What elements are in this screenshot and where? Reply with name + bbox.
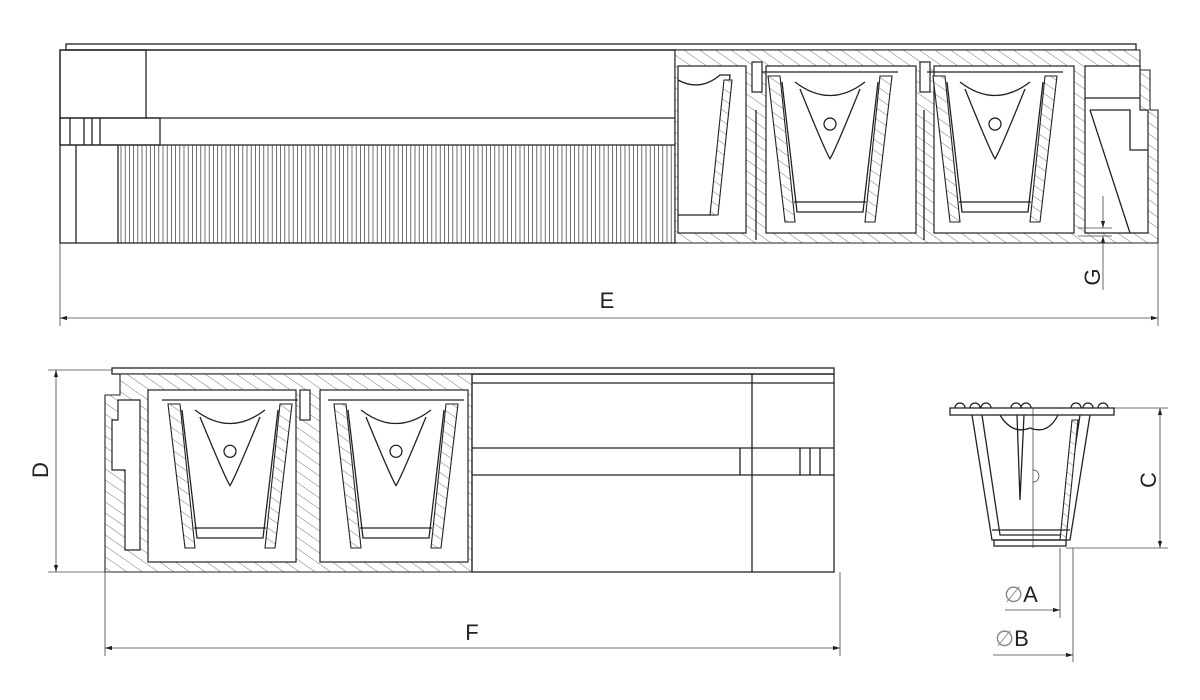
flange-bump <box>980 402 992 409</box>
dimension-label-b: ∅B <box>995 626 1029 651</box>
dimension-label-d: D <box>28 462 53 478</box>
dimension-label-a: ∅A <box>1004 582 1038 607</box>
flange-bump <box>1082 402 1094 409</box>
flange-bump <box>1097 402 1109 409</box>
cup-section <box>328 399 464 549</box>
top-lid <box>65 43 1137 51</box>
front-lid <box>111 367 835 375</box>
single-cup-view: C ∅A ∅B <box>949 402 1168 662</box>
cup-section <box>762 71 898 223</box>
flange-bump <box>1010 402 1022 409</box>
front-exterior-right <box>471 373 835 573</box>
flange-bump <box>969 402 981 409</box>
top-cross-section <box>674 49 1159 244</box>
top-exterior-left <box>59 49 676 244</box>
flange-bump <box>954 402 966 409</box>
dimension-label-c: C <box>1136 472 1161 488</box>
front-side-view: D F <box>28 367 841 656</box>
flange-bump <box>1020 402 1032 409</box>
dimension-label-g: G <box>1080 268 1105 285</box>
dimension-label-e: E <box>600 288 615 313</box>
cup-section <box>162 399 298 549</box>
cup-section <box>927 71 1063 223</box>
flange-bump <box>1070 402 1082 409</box>
dimension-label-f: F <box>465 620 478 645</box>
top-side-view: E G <box>59 43 1159 326</box>
